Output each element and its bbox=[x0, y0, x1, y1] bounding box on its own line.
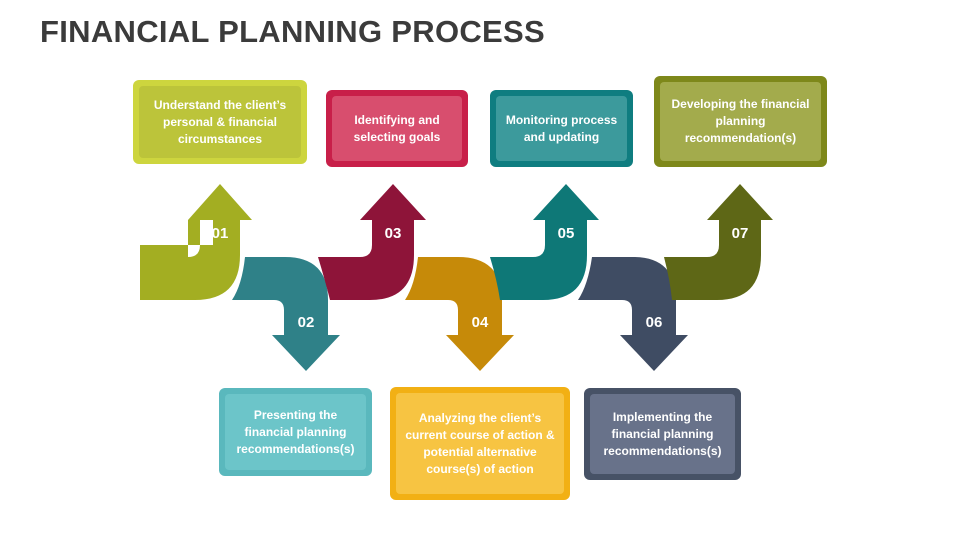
step-02-text: Presenting the financial planning recomm… bbox=[225, 394, 366, 470]
step-06-number: 06 bbox=[646, 314, 663, 331]
step-04-text: Analyzing the client’s current course of… bbox=[396, 393, 564, 494]
step-05-arrow bbox=[490, 184, 599, 300]
step-01-box: Understand the client’s personal & finan… bbox=[133, 80, 307, 164]
step-03-number: 03 bbox=[385, 225, 402, 242]
step-07-text: Developing the financial planning recomm… bbox=[660, 82, 821, 161]
step-01-arrow bbox=[140, 184, 252, 300]
step-04-number: 04 bbox=[472, 314, 489, 331]
step-04-box: Analyzing the client’s current course of… bbox=[390, 387, 570, 500]
step-02-box: Presenting the financial planning recomm… bbox=[219, 388, 372, 476]
step-02-number: 02 bbox=[298, 314, 315, 331]
step-06-text: Implementing the financial planning reco… bbox=[590, 394, 735, 474]
step-01-text: Understand the client’s personal & finan… bbox=[139, 86, 301, 158]
step-05-number: 05 bbox=[558, 225, 575, 242]
step-05-text: Monitoring process and updating bbox=[496, 96, 627, 161]
step-02-arrow bbox=[232, 257, 340, 371]
step-07-number: 07 bbox=[732, 225, 749, 242]
step-06-box: Implementing the financial planning reco… bbox=[584, 388, 741, 480]
step-06-arrow bbox=[578, 257, 688, 371]
step-04-arrow bbox=[405, 257, 514, 371]
step-03-arrow bbox=[318, 184, 426, 300]
step-07-box: Developing the financial planning recomm… bbox=[654, 76, 827, 167]
step-07-arrow bbox=[664, 184, 773, 300]
step-03-box: Identifying and selecting goals bbox=[326, 90, 468, 167]
step-03-text: Identifying and selecting goals bbox=[332, 96, 462, 161]
step-01-number: 01 bbox=[212, 225, 229, 242]
step-05-box: Monitoring process and updating bbox=[490, 90, 633, 167]
page-title: FINANCIAL PLANNING PROCESS bbox=[40, 14, 545, 49]
